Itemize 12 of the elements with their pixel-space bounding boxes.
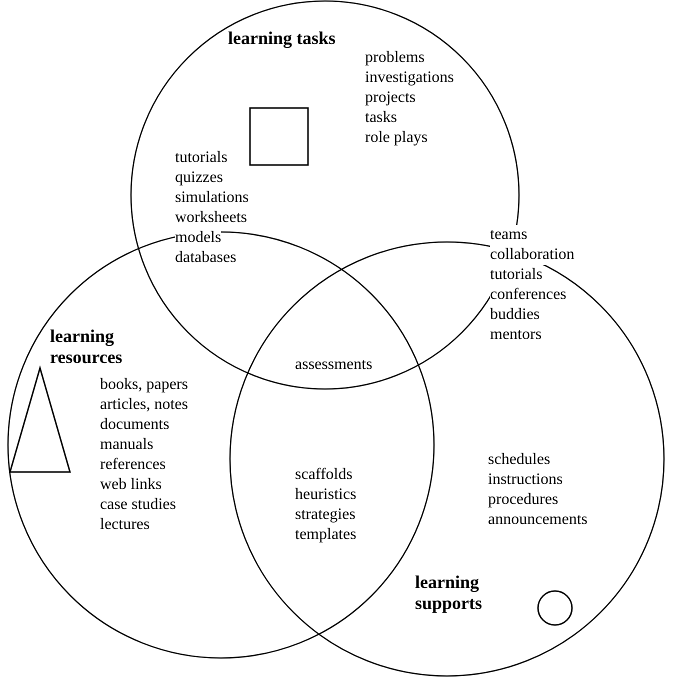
region-item-text: projects xyxy=(365,88,416,108)
region-item-text: role plays xyxy=(365,128,428,148)
region-item-text: quizzes xyxy=(175,168,223,188)
region-item-text: books, papers xyxy=(100,375,188,395)
region-item-text: strategies xyxy=(295,505,356,525)
region-item-text: teams xyxy=(490,225,528,245)
region-item-text: investigations xyxy=(365,68,454,88)
region-item-text: templates xyxy=(295,525,356,545)
region-item-text: problems xyxy=(365,48,425,68)
region-item-text: collaboration xyxy=(490,245,574,265)
region-item-text: tutorials xyxy=(490,265,542,285)
region-item-text: procedures xyxy=(488,490,558,510)
